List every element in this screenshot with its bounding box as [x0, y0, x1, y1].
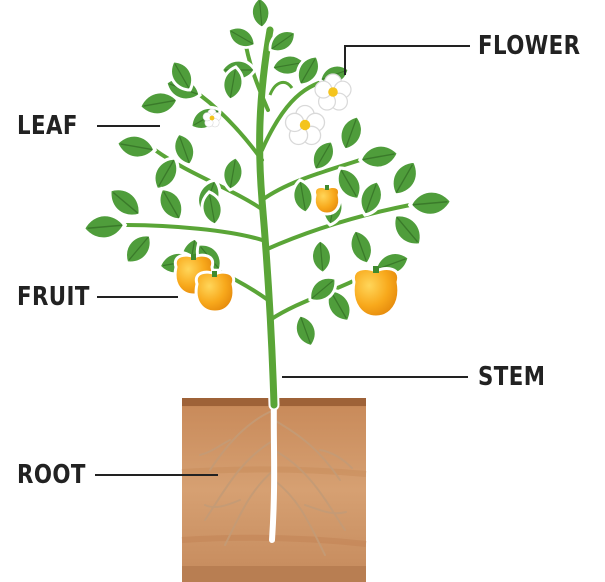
flower-leader — [345, 46, 470, 75]
flower-label: FLOWER — [478, 33, 580, 59]
fruit-label: FRUIT — [17, 284, 90, 310]
leaf-label: LEAF — [17, 113, 78, 139]
root-label: ROOT — [17, 462, 86, 488]
stem-label: STEM — [478, 364, 545, 390]
